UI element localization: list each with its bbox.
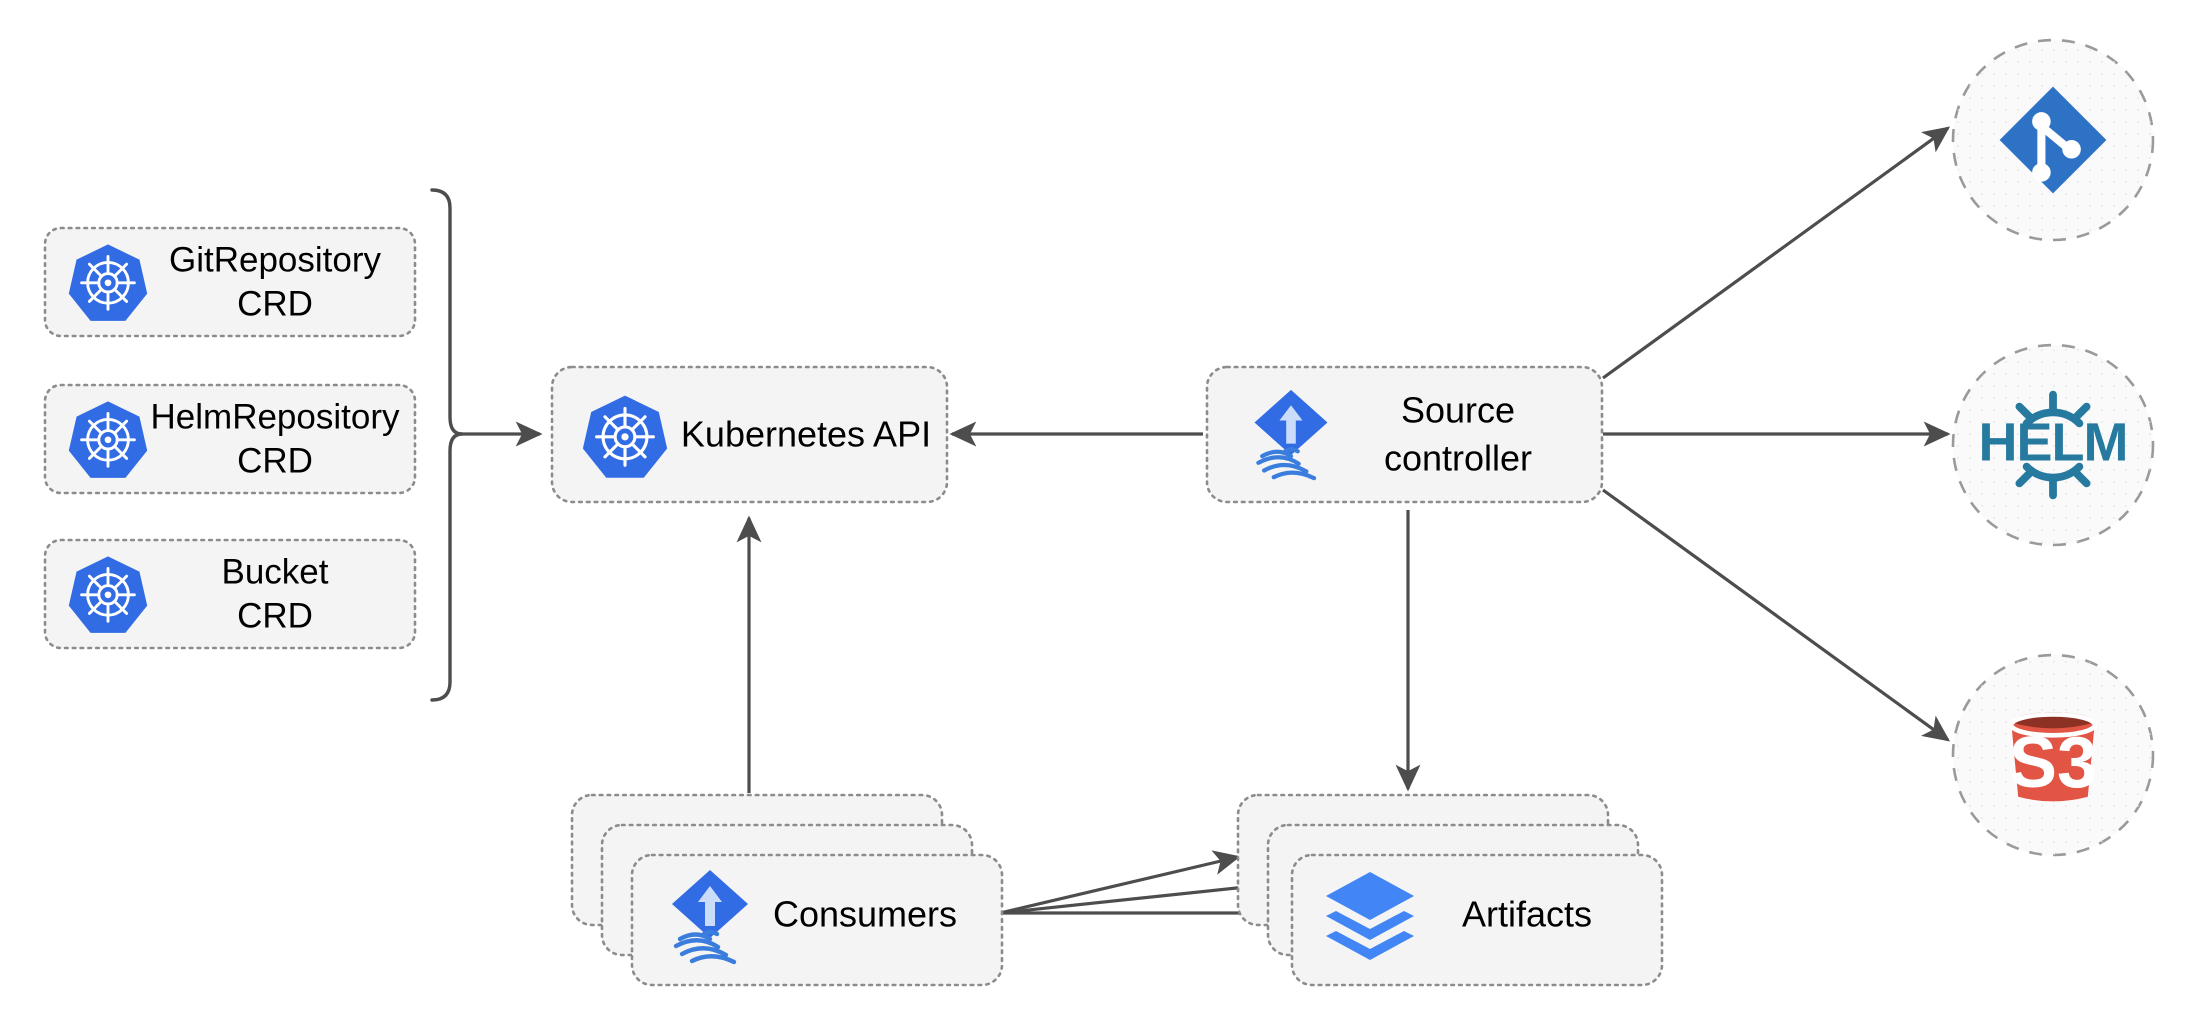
s3-label: S3 xyxy=(2009,723,2097,803)
edge-source-controller-to-git xyxy=(1602,126,1951,380)
edge-consumers-to-artifacts-1 xyxy=(999,850,1241,915)
kubernetes-api-label: Kubernetes API xyxy=(681,414,931,455)
node-artifacts[interactable]: Artifacts xyxy=(1236,793,1664,987)
artifacts-label: Artifacts xyxy=(1462,894,1592,935)
edge-source-controller-to-s3 xyxy=(1602,488,1951,742)
node-consumers[interactable]: Consumers xyxy=(570,793,1004,987)
node-source-controller[interactable]: Source controller xyxy=(1205,365,1604,504)
crd-label-line2: CRD xyxy=(237,284,313,323)
source-controller-label-line1: Source xyxy=(1401,390,1515,431)
crd-label-line1: HelmRepository xyxy=(151,397,400,436)
crd-label-line1: GitRepository xyxy=(169,240,382,279)
edges-group xyxy=(430,126,1951,926)
crd-list: GitRepository CRD HelmRepository CRD Buc… xyxy=(43,226,417,650)
crd-card-bucket[interactable]: Bucket CRD xyxy=(43,538,417,650)
source-helm[interactable]: HELM xyxy=(1951,343,2155,547)
edge-consumers-to-artifacts-2 xyxy=(999,875,1268,915)
crd-label-line1: Bucket xyxy=(222,552,329,591)
source-git[interactable] xyxy=(1951,38,2155,242)
source-controller-label-line2: controller xyxy=(1384,438,1532,479)
crd-group-bracket xyxy=(430,188,464,702)
helm-label: HELM xyxy=(1979,412,2128,472)
source-s3[interactable]: S3 xyxy=(1951,653,2155,857)
crd-card-helmrepository[interactable]: HelmRepository CRD xyxy=(43,383,417,495)
consumers-label: Consumers xyxy=(773,894,957,935)
crd-card-gitrepository[interactable]: GitRepository CRD xyxy=(43,226,417,338)
crd-label-line2: CRD xyxy=(237,441,313,480)
node-kubernetes-api[interactable]: Kubernetes API xyxy=(550,365,949,504)
crd-label-line2: CRD xyxy=(237,596,313,635)
